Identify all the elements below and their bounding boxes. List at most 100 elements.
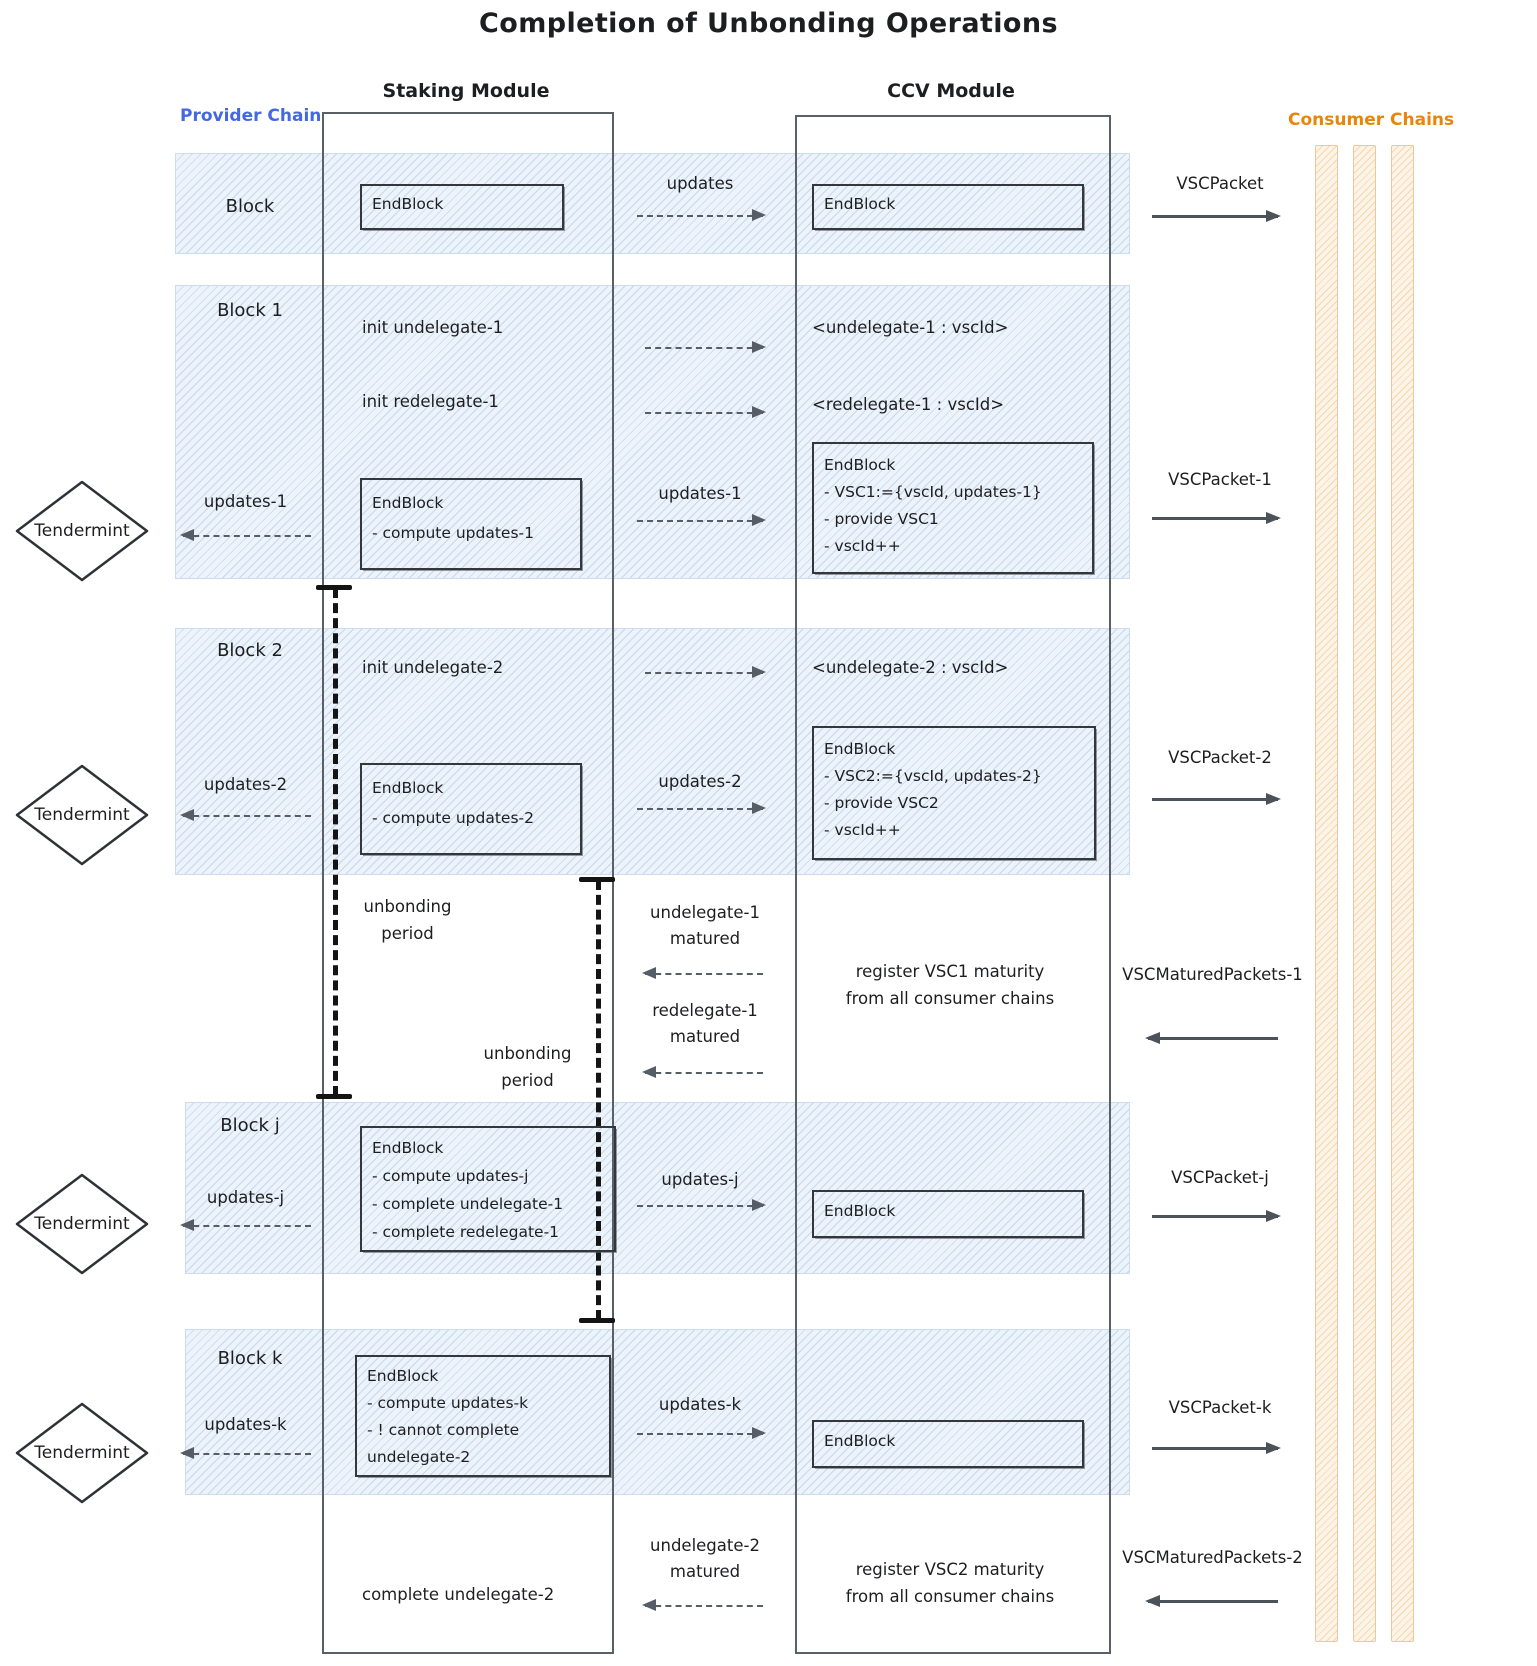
ccv-endblock-2-line2: - VSC2:={vscId, updates-2} bbox=[824, 767, 1042, 785]
tendermint-node-2: Tendermint bbox=[12, 761, 152, 869]
consumer-chain-bar-2 bbox=[1353, 145, 1376, 1642]
map-redelegate-1: <redelegate-1 : vscId> bbox=[812, 395, 1005, 414]
consumer-chain-bar-1 bbox=[1315, 145, 1338, 1642]
block-label: Block bbox=[225, 196, 275, 217]
staking-endblock-2-line2: - compute updates-2 bbox=[372, 809, 534, 827]
diamond-shape-icon bbox=[15, 1402, 149, 1504]
ccv-endblock-0-line1: EndBlock bbox=[824, 195, 896, 213]
consumer-chains-label: Consumer Chains bbox=[1288, 110, 1455, 130]
mid-updates-arrow-j bbox=[637, 1199, 766, 1211]
tendermint-node-1: Tendermint bbox=[12, 477, 152, 585]
block-j-label: Block j bbox=[220, 1115, 280, 1136]
block-2-label: Block 2 bbox=[217, 640, 283, 661]
unbonding-period-1-line1: unbonding bbox=[363, 897, 452, 916]
staking-endblock-j-line4: - complete redelegate-1 bbox=[372, 1223, 560, 1241]
init-undelegate-2: init undelegate-2 bbox=[362, 658, 504, 677]
staking-endblock-0-line1: EndBlock bbox=[372, 195, 444, 213]
unbonding-period-2-end-cap bbox=[579, 1318, 615, 1323]
tendermint-label-4: Tendermint bbox=[34, 1443, 130, 1463]
unbonding-period-1-label: unbonding period bbox=[350, 893, 465, 947]
ccv-module-header: CCV Module bbox=[887, 80, 1015, 102]
staking-endblock-k-line3: - ! cannot complete bbox=[367, 1421, 520, 1439]
map-undelegate-1: <undelegate-1 : vscId> bbox=[812, 318, 1009, 337]
staking-endblock-k-line2: - compute updates-k bbox=[367, 1394, 529, 1412]
redelegate-1-matured-line1: redelegate-1 bbox=[652, 1001, 758, 1020]
register-vsc1-maturity: register VSC1 maturity from all consumer… bbox=[805, 958, 1095, 1012]
block-k-label: Block k bbox=[217, 1348, 283, 1369]
staking-endblock-j-line1: EndBlock bbox=[372, 1139, 444, 1157]
mid-updates-arrow-k bbox=[637, 1427, 766, 1439]
updates-k-left-label: updates-k bbox=[204, 1415, 287, 1434]
consumer-chain-bar-3 bbox=[1391, 145, 1414, 1642]
map-undelegate-2: <undelegate-2 : vscId> bbox=[812, 658, 1009, 677]
ccv-endblock-box-2: EndBlock - VSC2:={vscId, updates-2} - pr… bbox=[812, 726, 1096, 860]
redelegate-1-matured-line2: matured bbox=[669, 1027, 741, 1046]
unbonding-period-2-line1: unbonding bbox=[483, 1044, 572, 1063]
ccv-endblock-k-line1: EndBlock bbox=[824, 1432, 896, 1450]
init-redelegate-1: init redelegate-1 bbox=[362, 392, 499, 411]
ccv-endblock-1-line2: - VSC1:={vscId, updates-1} bbox=[824, 483, 1042, 501]
mid-updates-label-1: updates-1 bbox=[658, 484, 742, 503]
undelegate-1-matured-line2: matured bbox=[669, 929, 741, 948]
diamond-shape-icon bbox=[15, 1173, 149, 1275]
vscpacket-2-label: VSCPacket-2 bbox=[1168, 748, 1272, 767]
staking-endblock-box-j: EndBlock - compute updates-j - complete … bbox=[360, 1126, 616, 1252]
updates-1-left-arrow bbox=[180, 529, 311, 541]
ccv-module-lifeline bbox=[795, 115, 1111, 1654]
updates-k-left-arrow bbox=[180, 1447, 311, 1459]
updates-1-left-label: updates-1 bbox=[203, 492, 288, 511]
unbonding-period-2-label: unbonding period bbox=[470, 1040, 585, 1094]
ccv-endblock-2-line1: EndBlock bbox=[824, 740, 896, 758]
undelegate-2-matured-arrow bbox=[642, 1599, 763, 1611]
tendermint-node-4: Tendermint bbox=[12, 1399, 152, 1507]
vscpacket-k-label: VSCPacket-k bbox=[1168, 1398, 1272, 1417]
diamond-shape-icon bbox=[15, 764, 149, 866]
undelegate-2-matured-line2: matured bbox=[669, 1562, 741, 1581]
vscpacket-1-label: VSCPacket-1 bbox=[1168, 470, 1272, 489]
updates-2-left-label: updates-2 bbox=[203, 775, 288, 794]
register-vsc2-maturity: register VSC2 maturity from all consumer… bbox=[805, 1556, 1095, 1610]
tendermint-label-3: Tendermint bbox=[34, 1214, 130, 1234]
init-undelegate-2-arrow bbox=[645, 666, 766, 678]
mid-updates-arrow-2 bbox=[637, 802, 766, 814]
register-vsc2-line2: from all consumer chains bbox=[845, 1587, 1055, 1606]
band-block bbox=[175, 153, 1130, 254]
staking-endblock-box-2: EndBlock - compute updates-2 bbox=[360, 763, 582, 855]
updates-j-left-label: updates-j bbox=[206, 1188, 285, 1207]
vscmaturedpackets-1-label: VSCMaturedPackets-1 bbox=[1122, 965, 1303, 984]
mid-updates-arrow-1 bbox=[637, 514, 766, 526]
diamond-shape-icon bbox=[15, 480, 149, 582]
mid-updates-label-k: updates-k bbox=[658, 1395, 742, 1414]
staking-endblock-1-line2: - compute updates-1 bbox=[372, 524, 534, 542]
staking-endblock-k-line1: EndBlock bbox=[367, 1367, 439, 1385]
ccv-endblock-1-line3: - provide VSC1 bbox=[824, 510, 939, 528]
staking-endblock-j-line2: - compute updates-j bbox=[372, 1167, 529, 1185]
unbonding-period-1-start-cap bbox=[316, 585, 352, 590]
mid-updates-label-j: updates-j bbox=[661, 1170, 739, 1189]
vscmaturedpackets-1-arrow bbox=[1145, 1032, 1278, 1044]
ccv-endblock-box-j: EndBlock bbox=[812, 1190, 1084, 1238]
band-block-j bbox=[185, 1102, 1130, 1274]
ccv-endblock-2-line4: - vscId++ bbox=[824, 821, 901, 839]
undelegate-1-matured-arrow bbox=[642, 967, 763, 979]
staking-endblock-1-line1: EndBlock bbox=[372, 494, 444, 512]
staking-endblock-box-0: EndBlock bbox=[360, 184, 564, 230]
undelegate-1-matured-label: undelegate-1 matured bbox=[615, 900, 795, 952]
init-redelegate-1-arrow bbox=[645, 406, 766, 418]
unbonding-period-2-line2: period bbox=[501, 1071, 554, 1090]
init-undelegate-1-arrow bbox=[645, 341, 766, 353]
ccv-endblock-box-k: EndBlock bbox=[812, 1420, 1084, 1468]
register-vsc2-line1: register VSC2 maturity bbox=[855, 1560, 1045, 1579]
vscpacket-arrow bbox=[1152, 210, 1281, 222]
staking-endblock-2-line1: EndBlock bbox=[372, 779, 444, 797]
undelegate-2-matured-label: undelegate-2 matured bbox=[615, 1533, 795, 1585]
mid-updates-arrow-0 bbox=[637, 209, 766, 221]
register-vsc1-line1: register VSC1 maturity bbox=[855, 962, 1045, 981]
tendermint-label-1: Tendermint bbox=[34, 521, 130, 541]
unbonding-period-1-line2: period bbox=[381, 924, 434, 943]
block-1-label: Block 1 bbox=[217, 300, 283, 321]
staking-endblock-k-line4: undelegate-2 bbox=[367, 1448, 471, 1466]
diagram-title: Completion of Unbonding Operations bbox=[479, 8, 1058, 39]
mid-updates-label-0: updates bbox=[666, 174, 734, 193]
